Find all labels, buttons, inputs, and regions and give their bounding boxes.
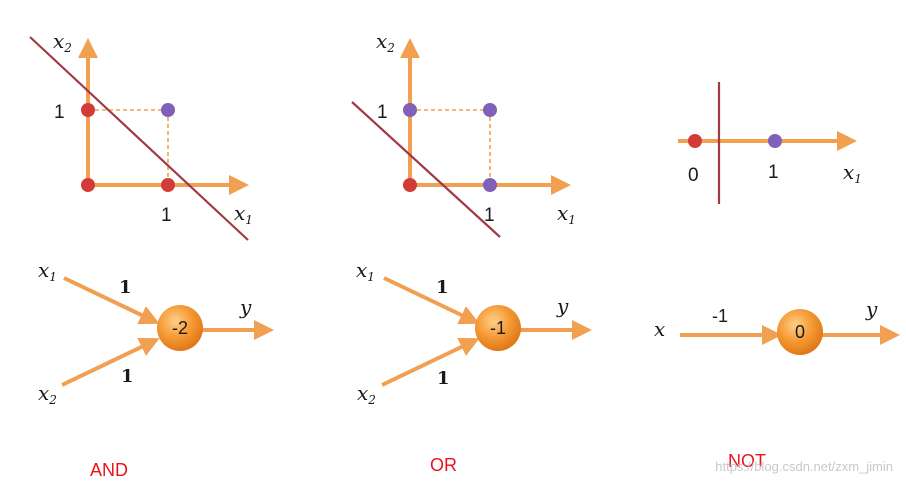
or-plot: x2 x1 1 1 xyxy=(351,29,576,238)
and-input-x1: x1 xyxy=(38,258,57,284)
and-edge-x1 xyxy=(63,276,160,325)
and-node xyxy=(157,305,203,351)
and-weight-1: 1 xyxy=(119,277,132,298)
and-x-axis-label: x1 xyxy=(234,201,253,227)
or-weight-1: 1 xyxy=(436,277,449,298)
not-perceptron: 0 x -1 y xyxy=(654,297,900,355)
or-input-x2: x2 xyxy=(357,381,376,407)
or-decision-boundary xyxy=(351,101,501,238)
or-point-1-1 xyxy=(483,103,497,117)
or-edge-x2 xyxy=(381,337,480,387)
and-perceptron: -2 x1 x2 1 1 y xyxy=(38,258,274,407)
or-caption: OR xyxy=(430,455,457,475)
not-node xyxy=(777,309,823,355)
and-plot: x2 x1 1 1 xyxy=(29,29,253,241)
or-y-axis-label: x2 xyxy=(376,29,395,55)
not-input-x: x xyxy=(654,317,665,341)
watermark: https://blog.csdn.net/zxm_jimin xyxy=(715,459,893,474)
not-output-y: y xyxy=(865,297,878,321)
or-input-x1: x1 xyxy=(356,258,375,284)
or-weight-2: 1 xyxy=(437,368,450,389)
or-bias: -1 xyxy=(490,318,506,338)
and-point-1-1 xyxy=(161,103,175,117)
or-point-0-1 xyxy=(403,103,417,117)
or-x-axis-label: x1 xyxy=(557,201,576,227)
or-node xyxy=(475,305,521,351)
not-tick-0: 0 xyxy=(688,165,699,186)
and-tick-x-1: 1 xyxy=(161,205,172,226)
and-tick-y-1: 1 xyxy=(54,102,65,123)
not-weight: -1 xyxy=(712,306,728,326)
and-y-axis-label: x2 xyxy=(53,29,72,55)
not-point-1 xyxy=(768,134,782,148)
or-perceptron: -1 x1 x2 1 1 y xyxy=(356,258,592,407)
not-x-axis-label: x1 xyxy=(843,160,862,186)
or-point-0-0 xyxy=(403,178,417,192)
and-point-1-0 xyxy=(161,178,175,192)
not-tick-1: 1 xyxy=(768,162,779,183)
not-bias: 0 xyxy=(795,322,805,342)
and-point-0-1 xyxy=(81,103,95,117)
not-point-0 xyxy=(688,134,702,148)
and-output-y: y xyxy=(239,295,252,319)
or-output-y: y xyxy=(556,294,569,318)
and-decision-boundary xyxy=(29,36,249,241)
or-tick-y-1: 1 xyxy=(377,102,388,123)
or-point-1-0 xyxy=(483,178,497,192)
or-tick-x-1: 1 xyxy=(484,205,495,226)
and-input-x2: x2 xyxy=(38,381,57,407)
not-plot: 0 1 x1 xyxy=(678,82,862,204)
and-caption: AND xyxy=(90,460,128,480)
or-edge-x1 xyxy=(383,276,480,325)
and-edge-x2 xyxy=(61,337,160,387)
and-point-0-0 xyxy=(81,178,95,192)
and-weight-2: 1 xyxy=(121,366,134,387)
not-caption: NOT xyxy=(728,451,766,471)
and-bias: -2 xyxy=(172,318,188,338)
